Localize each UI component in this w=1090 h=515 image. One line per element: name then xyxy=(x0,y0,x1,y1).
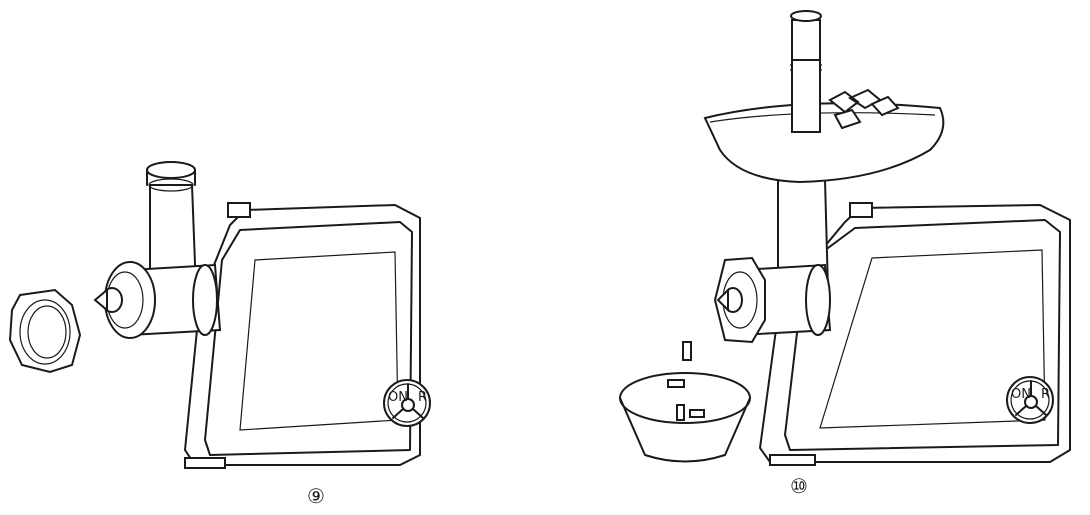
grinder-body xyxy=(758,202,1071,466)
step-label-10: ⑩ xyxy=(790,474,808,498)
figure-9-meat-grinder-assembly: ON R xyxy=(8,161,431,469)
dial-label-r: R xyxy=(418,390,427,405)
grinder-head xyxy=(713,256,832,344)
dial-label-r: R xyxy=(1041,387,1050,402)
grinder-body xyxy=(183,202,421,469)
grinder-head xyxy=(93,261,222,339)
switch-dial[interactable]: ON R xyxy=(383,379,431,427)
figure-10-meat-grinder-operation: ON R xyxy=(619,10,1071,466)
dial-label-on: ON xyxy=(1011,387,1031,402)
feeding-tube xyxy=(146,161,198,291)
step-label-9: ⑨ xyxy=(307,484,325,508)
ring-nut-detached xyxy=(8,288,82,374)
switch-dial[interactable]: ON R xyxy=(1006,376,1054,424)
meat-tray xyxy=(703,59,945,184)
dial-label-on: ON xyxy=(388,390,408,405)
collection-bowl xyxy=(619,341,751,463)
